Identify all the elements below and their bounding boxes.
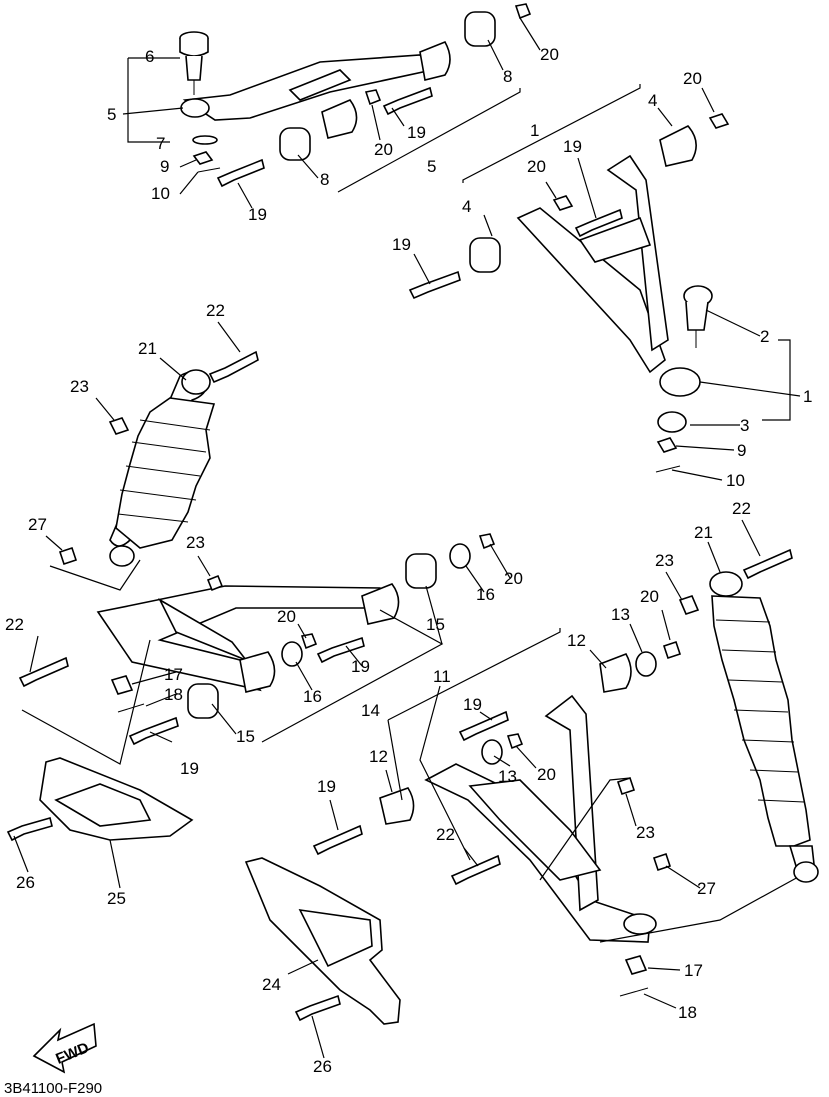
callout-19: 19 [407,123,426,142]
callout-15: 15 [426,615,445,634]
callout-17: 17 [164,665,183,684]
callout-20: 20 [540,45,559,64]
upper-arm-top-assembly [122,3,541,209]
callout-23: 23 [655,551,674,570]
callout-20: 20 [527,157,546,176]
bracket-25 [6,757,194,889]
callout-16: 16 [476,585,495,604]
callout-4: 4 [462,197,471,216]
callout-20: 20 [277,607,296,626]
callout-20: 20 [504,569,523,588]
callout-5: 5 [427,157,436,176]
callout-19: 19 [248,205,267,224]
callout-13: 13 [611,605,630,624]
callout-23: 23 [636,823,655,842]
guard-24 [244,857,401,1059]
callout-5: 5 [107,105,116,124]
callout-3: 3 [740,416,749,435]
callout-9: 9 [160,157,169,176]
callout-16: 16 [303,687,322,706]
callout-14: 14 [361,701,380,720]
callout-7: 7 [156,134,165,153]
callout-27: 27 [697,879,716,898]
callout-13: 13 [498,767,517,786]
fwd-arrow-icon: FWD [32,1022,97,1074]
callout-21: 21 [694,523,713,542]
callout-4: 4 [648,91,657,110]
callout-11: 11 [433,667,451,686]
callout-1: 1 [803,387,812,406]
callout-2: 2 [760,327,769,346]
callout-20: 20 [640,587,659,606]
callout-27: 27 [28,515,47,534]
callout-19: 19 [463,695,482,714]
callout-21: 21 [138,339,157,358]
callout-8: 8 [503,67,512,86]
callout-26: 26 [313,1057,332,1076]
callout-19: 19 [392,235,411,254]
right-shock-absorber [665,519,819,883]
callout-19: 19 [317,777,336,796]
callout-23: 23 [70,377,89,396]
callout-22: 22 [732,499,751,518]
callout-19: 19 [180,759,199,778]
lower-arm-left-assembly [18,533,511,765]
callout-26: 26 [16,873,35,892]
callout-6: 6 [145,47,154,66]
callout-12: 12 [369,747,388,766]
callout-18: 18 [678,1003,697,1022]
callout-9: 9 [737,441,746,460]
callout-17: 17 [684,961,703,980]
callout-20: 20 [683,69,702,88]
callout-20: 20 [537,765,556,784]
callout-23: 23 [186,533,205,552]
callout-19: 19 [563,137,582,156]
callout-12: 12 [567,631,586,650]
left-shock-absorber [95,321,259,567]
callout-10: 10 [726,471,745,490]
lower-arm-right-assembly [312,609,801,1009]
callout-25: 25 [107,889,126,908]
callout-8: 8 [320,170,329,189]
callout-24: 24 [262,975,281,994]
callout-20: 20 [374,140,393,159]
callout-18: 18 [164,685,183,704]
callout-22: 22 [5,615,24,634]
callout-22: 22 [206,301,225,320]
callout-10: 10 [151,184,170,203]
callout-22: 22 [436,825,455,844]
upper-a-arm-right-assembly [408,84,801,481]
callout-19: 19 [351,657,370,676]
callout-labels: 6 20 8 20 5 4 19 1 7 20 19 9 5 20 8 10 4… [5,45,812,1076]
diagram-code: 3B41100-F290 [4,1080,102,1097]
callout-1: 1 [530,121,539,140]
callout-15: 15 [236,727,255,746]
